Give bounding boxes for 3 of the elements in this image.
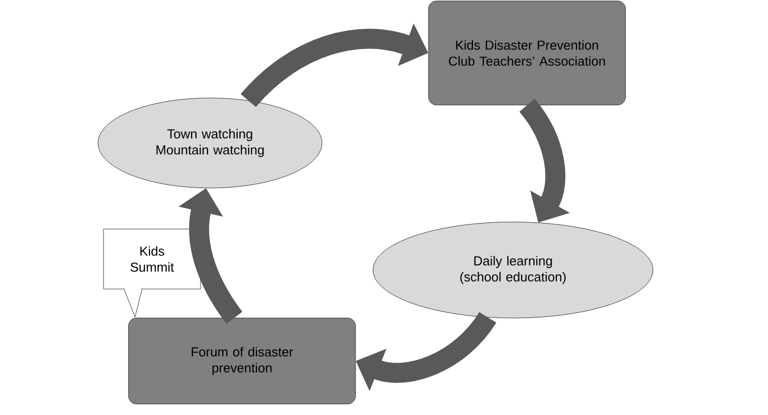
speech-bubble: Kids Summit [103,228,201,318]
process-box: Forum of disaster prevention [128,318,356,404]
process-box: Kids Disaster Prevention Club Teachers’ Association [428,0,626,106]
